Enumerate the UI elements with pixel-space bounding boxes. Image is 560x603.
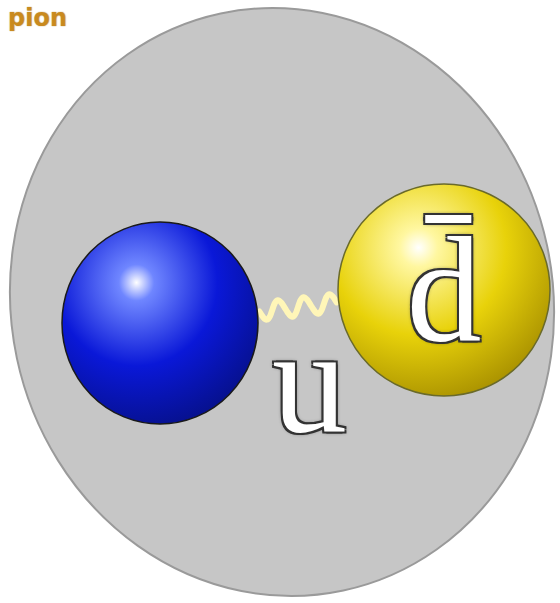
pion-region: u d̄ pion [8,4,556,600]
anti-down-quark: d̄ [336,182,552,398]
quark-ball [338,184,550,396]
quark-symbol: u [272,306,347,456]
particle-name: pion [8,4,67,32]
quark-sphere [60,220,260,426]
up-quark: u [60,220,260,426]
quark-symbol: d̄ [407,215,482,365]
quark-ball [62,222,258,424]
